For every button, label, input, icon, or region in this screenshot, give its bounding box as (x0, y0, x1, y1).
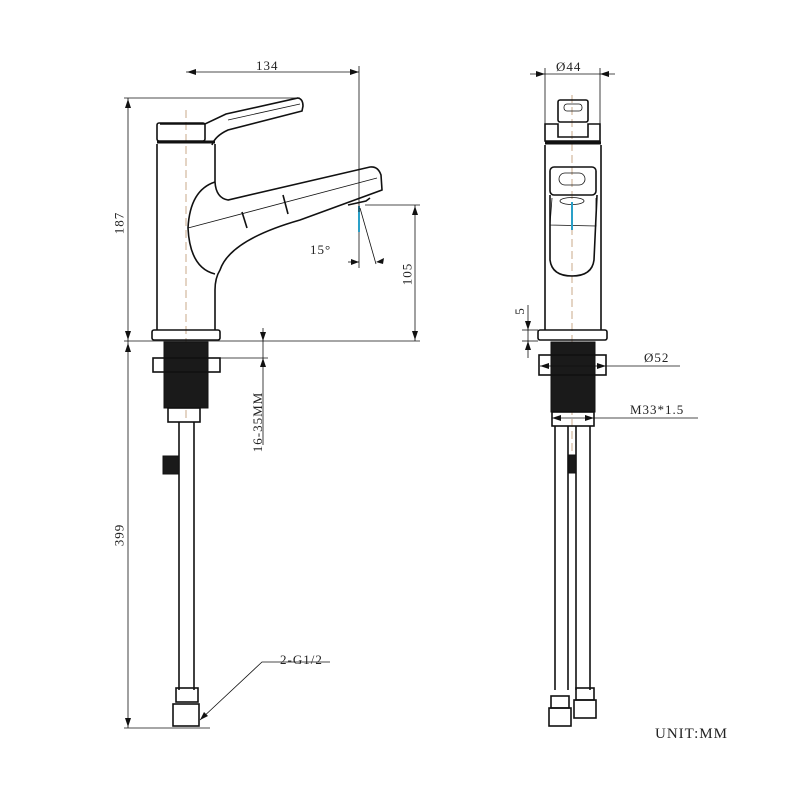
handle-knob (557, 99, 589, 123)
lever-handle (160, 97, 304, 146)
base-ring (151, 329, 221, 341)
hose-connector (162, 455, 180, 475)
front-body (544, 145, 602, 330)
mounting-nut (152, 357, 221, 373)
hose-nut (172, 703, 200, 727)
unit-label: UNIT:MM (655, 726, 728, 742)
hose-thread-label: 2-G1/2 (280, 652, 323, 667)
faucet-body (156, 144, 383, 330)
dim-thread-label: M33*1.5 (630, 402, 685, 417)
front-base-ring (537, 329, 608, 341)
dim-nut-diameter-label: Ø52 (644, 350, 670, 365)
aerator (347, 197, 371, 206)
front-view-faucet (537, 95, 608, 727)
dim-reach-label: 134 (256, 58, 279, 73)
dim-base-thickness-label: 5 (511, 307, 527, 315)
dim-spout-height-label: 105 (399, 262, 415, 286)
dim-body-diameter-label: Ø44 (556, 59, 582, 74)
side-view-faucet (151, 97, 383, 727)
spout-bulb (187, 181, 216, 275)
dim-height-label: 187 (111, 211, 127, 235)
side-dimensions (124, 66, 420, 729)
spout-front (549, 166, 597, 196)
hose-fitting (175, 687, 199, 703)
dim-deck-thickness-label: 16-35MM (250, 391, 266, 453)
front-top-cap (544, 123, 601, 142)
front-mounting-nut (538, 354, 607, 376)
front-threaded-shank (550, 341, 596, 413)
threaded-shank (163, 341, 209, 409)
angle-label: 15° (310, 242, 332, 257)
top-cap (156, 122, 206, 142)
dim-hose-length-label: 399 (111, 523, 127, 547)
front-dimensions (522, 68, 698, 421)
